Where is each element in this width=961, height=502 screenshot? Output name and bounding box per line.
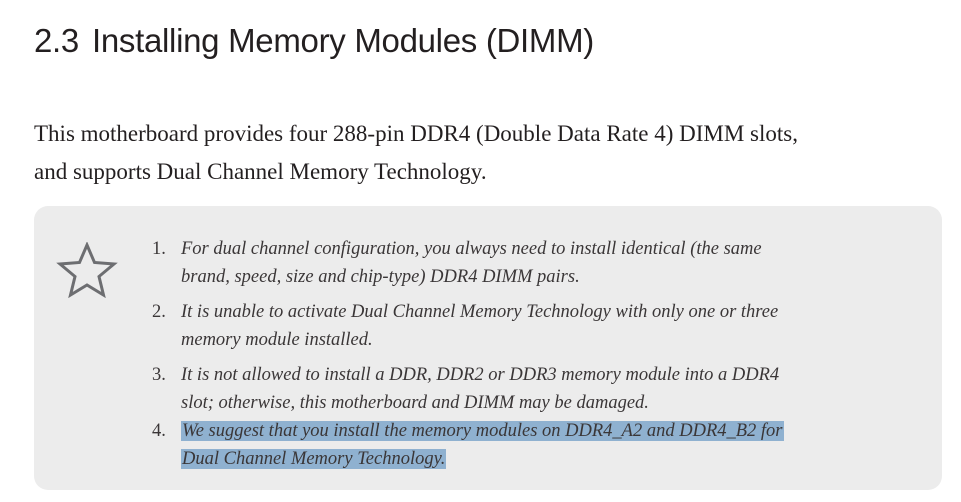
section-number: 2.3 [34, 22, 79, 59]
note-list: 1. For dual channel configuration, you a… [152, 235, 784, 473]
note-number: 3. [152, 365, 166, 385]
note-item-2: 2. It is unable to activate Dual Channel… [152, 298, 784, 354]
selected-text[interactable]: We suggest that you install the memory m… [181, 421, 784, 441]
note-number: 2. [152, 302, 166, 322]
selected-text-line[interactable]: Dual Channel Memory Technology. [181, 445, 784, 473]
section-title: 2.3 Installing Memory Modules (DIMM) [34, 22, 594, 60]
selected-text[interactable]: Dual Channel Memory Technology. [181, 449, 447, 469]
note-line: It is not allowed to install a DDR, DDR2… [181, 365, 780, 385]
note-item-1: 1. For dual channel configuration, you a… [152, 235, 784, 291]
note-line: slot; otherwise, this motherboard and DI… [181, 393, 649, 413]
star-icon [56, 242, 118, 298]
selected-text-line[interactable]: We suggest that you install the memory m… [181, 417, 784, 445]
note-item-3: 3. It is not allowed to install a DDR, D… [152, 361, 784, 417]
section-heading-text: Installing Memory Modules (DIMM) [91, 22, 594, 59]
note-line: It is unable to activate Dual Channel Me… [181, 302, 779, 322]
note-line: brand, speed, size and chip-type) DDR4 D… [181, 267, 580, 287]
intro-line-1: This motherboard provides four 288-pin D… [34, 121, 798, 146]
note-number: 1. [152, 239, 166, 259]
note-line: memory module installed. [181, 330, 373, 350]
note-item-4-selected[interactable]: 4. We suggest that you install the memor… [152, 417, 784, 473]
note-number: 4. [152, 421, 166, 441]
intro-line-2: and supports Dual Channel Memory Technol… [34, 159, 487, 184]
note-box: 1. For dual channel configuration, you a… [34, 206, 942, 490]
note-line: For dual channel configuration, you alwa… [181, 239, 762, 259]
intro-paragraph: This motherboard provides four 288-pin D… [34, 115, 934, 191]
